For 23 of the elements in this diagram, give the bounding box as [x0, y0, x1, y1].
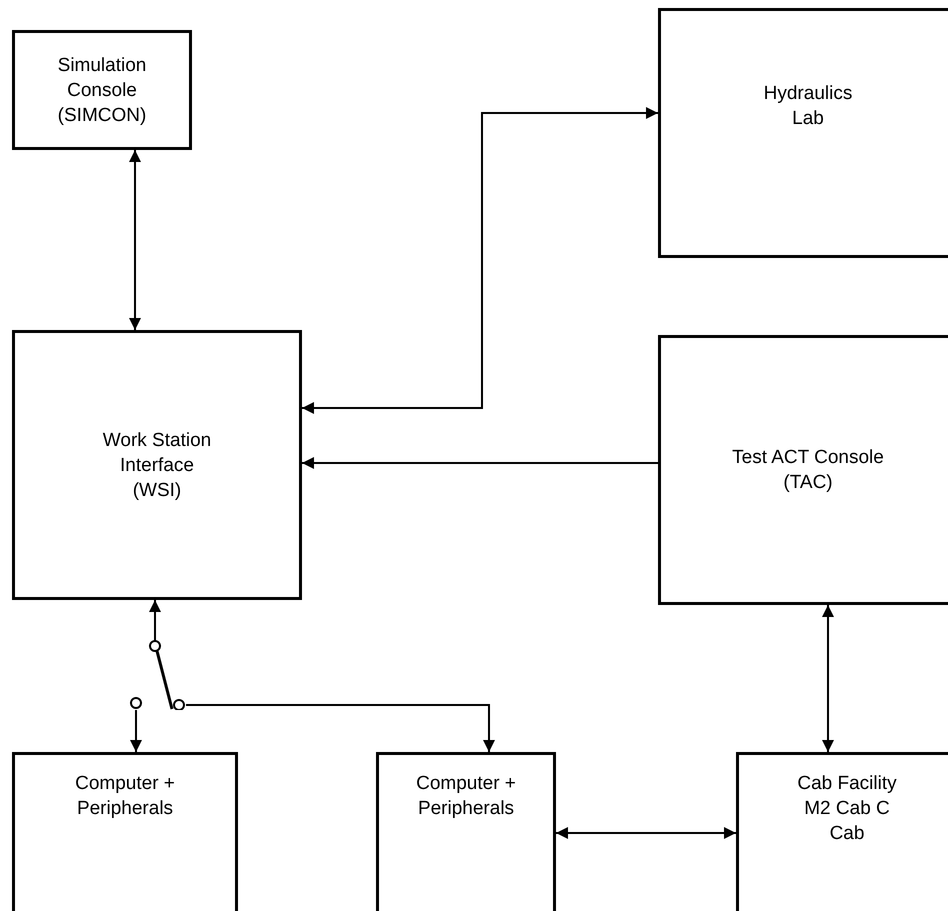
process-box: [736, 752, 948, 911]
box-label: Computer + Peripherals: [74, 772, 176, 821]
arrow: [822, 605, 834, 752]
arrow: [302, 457, 658, 469]
process-box: [12, 752, 238, 911]
process-box: [376, 752, 556, 911]
process-box: [12, 330, 302, 600]
box-label: Cab Facility M2 Cab C Cab: [796, 772, 898, 846]
arrow: [129, 150, 141, 330]
arrow: [149, 600, 161, 640]
process-box: [658, 8, 948, 258]
process-box: [12, 30, 192, 150]
switch-symbol: [129, 640, 186, 710]
box-label: Computer + Peripherals: [415, 772, 517, 821]
arrow: [556, 827, 736, 839]
box-label: Hydraulics Lab: [762, 82, 854, 131]
process-box: [658, 335, 948, 605]
box-label: Work Station Interface (WSI): [102, 428, 212, 502]
box-label: Simulation Console (SIMCON): [56, 54, 148, 128]
arrow: [130, 710, 142, 752]
arrow: [302, 107, 658, 414]
box-label: Test ACT Console (TAC): [731, 446, 885, 495]
arrow: [186, 704, 495, 752]
